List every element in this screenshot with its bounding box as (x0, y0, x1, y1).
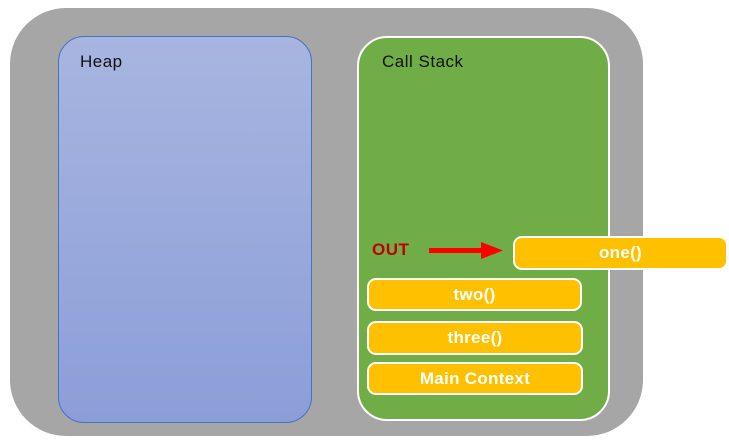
call-stack-box: Call Stack (357, 36, 610, 421)
outer-container: Heap Call Stack (10, 8, 643, 436)
heap-box: Heap (58, 36, 312, 423)
out-label: OUT (372, 240, 410, 259)
call-stack-label: Call Stack (382, 52, 464, 71)
stack-frame-main-context: Main Context (367, 362, 583, 395)
stack-frame-three: three() (367, 321, 583, 355)
stack-frame-one: one() (513, 236, 728, 270)
heap-label: Heap (80, 52, 123, 71)
stack-frame-two: two() (367, 278, 582, 311)
out-arrow-icon (429, 242, 503, 259)
